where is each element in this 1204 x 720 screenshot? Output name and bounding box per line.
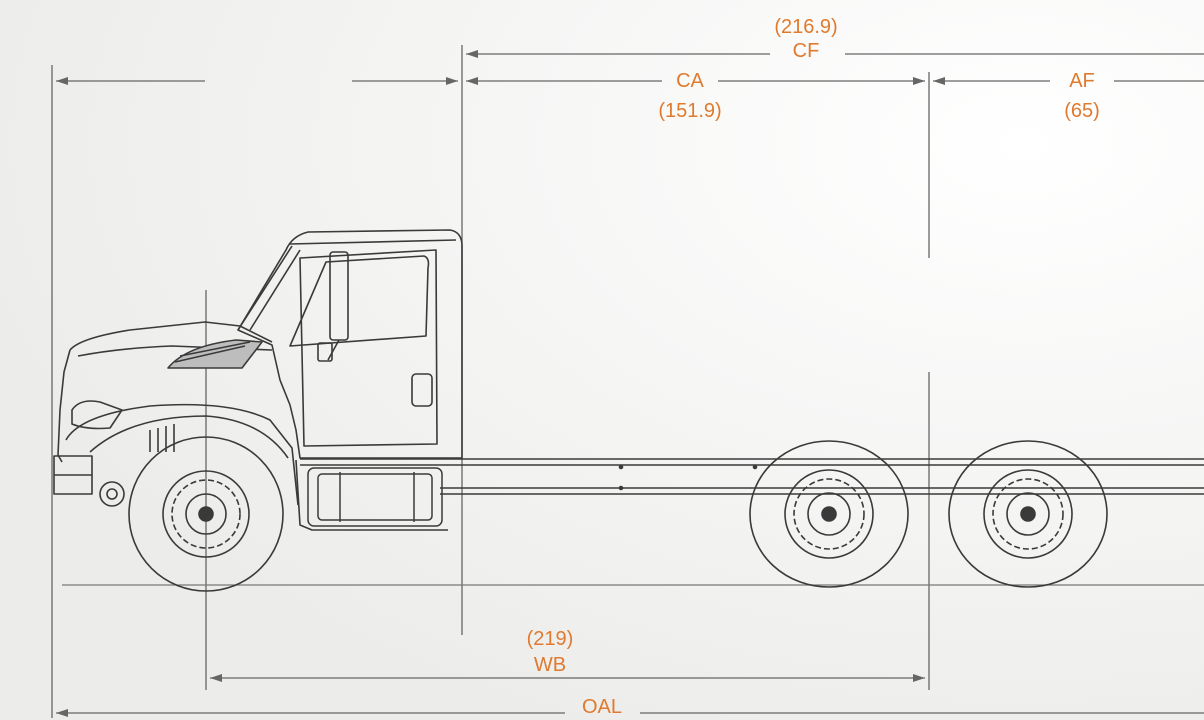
cab — [237, 229, 463, 459]
dimension-lines — [56, 50, 1204, 717]
cab-window — [289, 255, 430, 347]
cab-outline — [237, 229, 463, 459]
front-wheel — [128, 436, 284, 592]
af-arrow-left — [933, 77, 945, 85]
front-fender — [65, 403, 299, 506]
af-value-label: (65) — [1064, 100, 1100, 122]
wb-arrow-left — [210, 674, 222, 682]
fuel-tank — [307, 467, 443, 527]
cab-door — [299, 249, 438, 447]
hood-top — [69, 321, 273, 351]
tow-hook — [99, 481, 125, 507]
cab-roof-line — [289, 239, 457, 245]
oal-top-arrow-right — [446, 77, 458, 85]
rear-wheel-1 — [749, 440, 909, 588]
wb-name-label: WB — [533, 654, 567, 676]
wb-value-label: (219) — [526, 628, 574, 650]
cf-value-label: (216.9) — [774, 16, 838, 38]
ca-value-label: (151.9) — [658, 100, 722, 122]
ca-name-label: CA — [676, 70, 704, 92]
door-handle — [411, 373, 433, 407]
hood-front — [57, 349, 71, 463]
hood-side — [77, 345, 273, 357]
hood — [53, 321, 448, 531]
oal-arrow-left — [56, 709, 68, 717]
cab-step — [295, 459, 448, 531]
ca-arrow-left — [466, 77, 478, 85]
wb-arrow-right — [913, 674, 925, 682]
cf-name-label: CF — [792, 40, 820, 62]
cf-arrow-left — [466, 50, 478, 58]
rear-wheel-2 — [948, 440, 1108, 588]
oal-top-arrow-left — [56, 77, 68, 85]
af-name-label: AF — [1069, 70, 1095, 92]
ca-arrow-right — [913, 77, 925, 85]
oal-name-label: OAL — [581, 696, 623, 718]
